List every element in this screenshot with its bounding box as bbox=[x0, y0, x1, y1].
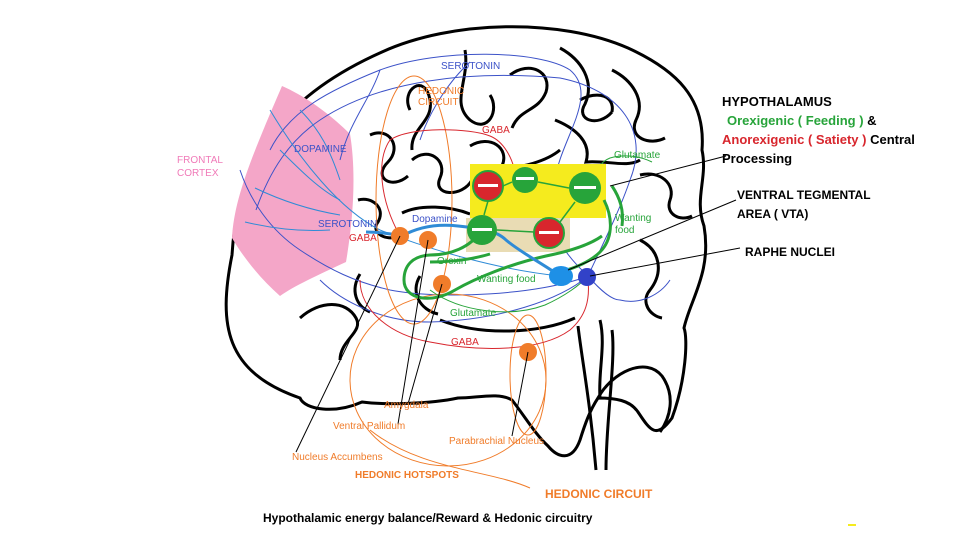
orexin-pathways bbox=[402, 185, 624, 300]
raphe-node bbox=[578, 268, 596, 286]
ampersand-text: & bbox=[863, 113, 877, 128]
parabrachial-loop bbox=[509, 314, 547, 436]
serotonin-left-label: SEROTONIN bbox=[318, 219, 378, 230]
vta-node bbox=[549, 266, 573, 286]
parabrachial-nucleus-label: Parabrachial Nucleus bbox=[449, 436, 545, 447]
serotonin-pathways bbox=[239, 53, 671, 323]
anorexigenic-text: Anorexigenic ( Satiety ) bbox=[722, 132, 867, 147]
orexigenic-text: Orexigenic ( Feeding ) bbox=[727, 113, 864, 128]
cerebellum-outline bbox=[576, 319, 672, 471]
pointer-lines bbox=[295, 155, 741, 453]
node-inner-marks bbox=[472, 177, 596, 234]
brain-outline bbox=[224, 25, 708, 458]
brain-gyri bbox=[298, 46, 693, 361]
nucleus-accumbens-label: Nucleus Accumbens bbox=[292, 452, 383, 463]
hedonic-circuit-top-label: HEDONIC CIRCUIT bbox=[418, 86, 465, 108]
ventral-pallidum-label: Ventral Pallidum bbox=[333, 421, 406, 432]
hypothalamus-connectors bbox=[483, 181, 576, 233]
gaba-pathways bbox=[359, 129, 589, 349]
gaba-top-label: GABA bbox=[482, 125, 510, 136]
hypothalamus-legend: HYPOTHALAMUS Orexigenic ( Feeding ) & An… bbox=[722, 92, 915, 168]
dopamine-path-label: Dopamine bbox=[412, 214, 458, 225]
yellow-mark bbox=[848, 524, 856, 526]
frontal-cortex-area bbox=[232, 86, 354, 296]
hypothalamus-title: HYPOTHALAMUS bbox=[722, 94, 832, 109]
orexin-label: Orexin bbox=[437, 256, 467, 267]
gaba-bottom-label: GABA bbox=[451, 337, 479, 348]
glutamate-top-label: Glutamate bbox=[614, 150, 661, 161]
serotonin-top-label: SEROTONIN bbox=[441, 61, 501, 72]
hedonic-circuit-bottom-label: HEDONIC CIRCUIT bbox=[545, 487, 653, 501]
hedonic-circuit-arc bbox=[369, 429, 531, 489]
central-text: Central bbox=[866, 132, 915, 147]
raphe-nuclei-label: RAPHE NUCLEI bbox=[745, 245, 836, 259]
wanting-food-lower-label: Wanting food bbox=[477, 274, 536, 285]
vta-label: VENTRAL TEGMENTAL AREA ( VTA) bbox=[737, 188, 871, 221]
frontal-cortex-label: FRONTAL CORTEX bbox=[177, 155, 223, 179]
glutamate-bottom-label: Glutamate bbox=[450, 308, 497, 319]
wanting-food-right-label: Wanting food bbox=[615, 213, 652, 236]
hedonic-hotspots-label: HEDONIC HOTSPOTS bbox=[355, 470, 459, 481]
gaba-left-label: GABA bbox=[349, 233, 377, 244]
amygdala-label: Amygdala bbox=[384, 400, 429, 411]
diagram-caption: Hypothalamic energy balance/Reward & Hed… bbox=[263, 511, 593, 525]
dopamine-cortex-label: DOPAMINE bbox=[294, 144, 347, 155]
glutamate-bottom-path bbox=[429, 275, 589, 313]
processing-text: Processing bbox=[722, 151, 793, 166]
